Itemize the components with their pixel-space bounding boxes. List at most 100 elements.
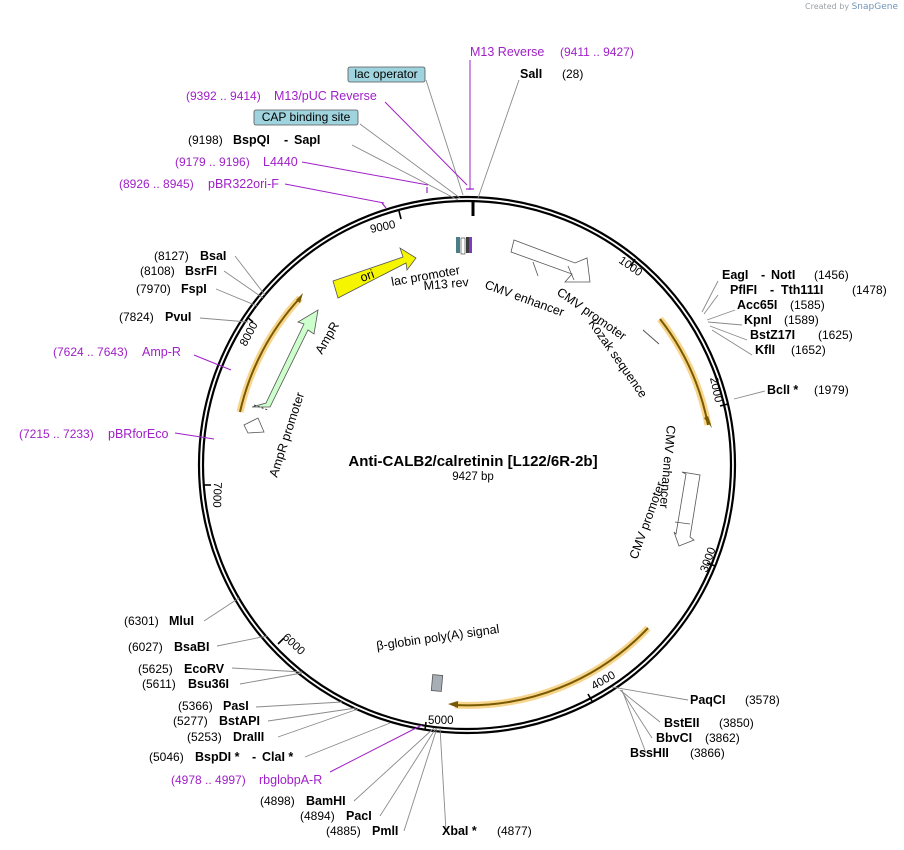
- enzyme-bspqi-sep: -: [284, 133, 288, 147]
- ampr-promoter-label: AmpR promoter: [267, 391, 308, 479]
- enzyme-bsu36i-pos: (5611): [142, 677, 176, 691]
- orf-light-highlight: [454, 625, 651, 709]
- enzyme-clai-name: ClaI *: [262, 750, 293, 764]
- primer-l4440-range: (9179 .. 9196): [175, 155, 250, 169]
- enzyme-eagi-name: EagI: [722, 268, 748, 282]
- cmv-promoter-2-label: CMV promoter: [627, 480, 668, 561]
- enzyme-tth111i-name: Tth111I: [781, 283, 823, 297]
- enzyme-bspqi-name: BspQI: [233, 133, 270, 147]
- primer-l4440-name: L4440: [263, 155, 298, 169]
- sali-marker: [471, 200, 475, 216]
- enzyme-bspdi-sep: -: [252, 750, 256, 764]
- primer-pbrforeco-range: (7215 .. 7233): [19, 427, 94, 441]
- tick-label-6000: 6000: [280, 631, 307, 657]
- tick-label-9000: 9000: [369, 219, 397, 236]
- enzyme-paci-name: PacI: [346, 809, 372, 823]
- backbone-outer: [197, 195, 737, 735]
- enzyme-pflfi-pos: (1478): [852, 283, 887, 297]
- enzyme-draiii-name: DraIII: [233, 730, 264, 744]
- enzyme-pflfi-sep: -: [770, 283, 774, 297]
- enzyme-kpni-pos: (1589): [784, 313, 819, 327]
- ampr-feature: [251, 309, 319, 408]
- enzyme-bsai-pos: (8127): [154, 249, 189, 263]
- orf-third-arc: [239, 297, 301, 413]
- primer-m13puc-name: M13/pUC Reverse: [274, 89, 377, 103]
- enzyme-noti-name: NotI: [771, 268, 795, 282]
- primer-ampr-range: (7624 .. 7643): [53, 345, 128, 359]
- enzyme-bsteii-pos: (3850): [719, 716, 754, 730]
- enzyme-sali-name: SalI: [520, 67, 542, 81]
- cmv-lower-lead: [674, 521, 691, 525]
- enzyme-bsrfi-pos: (8108): [140, 264, 175, 278]
- enzyme-bstz17i-name: BstZ17I: [750, 328, 795, 342]
- enzyme-ecorv-name: EcoRV: [184, 662, 225, 676]
- enzyme-leaders: [199, 79, 766, 832]
- primer-leaders: [174, 60, 474, 773]
- enzyme-mlui-name: MluI: [169, 614, 194, 628]
- ori-label: ori: [358, 267, 376, 285]
- enzyme-eagi-pos: (1456): [814, 268, 849, 282]
- kozak-marker: [642, 329, 660, 345]
- enzyme-bsshii-name: BssHII: [630, 746, 669, 760]
- enzyme-eagi-sep: -: [761, 268, 765, 282]
- orf-heavy-arc: [659, 318, 709, 426]
- enzyme-bamhi-name: BamHI: [306, 794, 346, 808]
- primer-m13rev-range: (9411 .. 9427): [560, 45, 634, 59]
- enzyme-bstapi-pos: (5277): [173, 714, 208, 728]
- snapgene-logo: SnapGene: [851, 2, 898, 12]
- orf-light-arrowhead: [448, 701, 458, 708]
- enzyme-xbai-name: XbaI *: [442, 824, 477, 838]
- enzyme-mlui-pos: (6301): [124, 614, 159, 628]
- enzyme-xbai-pos: (4877): [497, 824, 532, 838]
- enzyme-pasi-name: PasI: [223, 699, 249, 713]
- cmv-upper-lead-2: [567, 265, 575, 281]
- enzyme-paqci-pos: (3578): [745, 693, 780, 707]
- cmv-upper-lead-1: [532, 261, 539, 277]
- primer-pbr322-range: (8926 .. 8945): [119, 177, 194, 191]
- cmv-upper-feature: [510, 239, 591, 283]
- enzyme-bstapi-name: BstAPI: [219, 714, 260, 728]
- plasmid-title: Anti-CALB2/calretinin [L122/6R-2b]: [348, 453, 597, 470]
- snapgene-credit: Created by SnapGene: [805, 2, 898, 12]
- primer-ampr-name: Amp-R: [142, 345, 181, 359]
- enzyme-bsai-name: BsaI: [200, 249, 226, 263]
- primer-pbr322-name: pBR322ori-F: [208, 177, 279, 191]
- polya-label: β-globin poly(A) signal: [375, 622, 500, 653]
- enzyme-bsabi-pos: (6027): [128, 640, 163, 654]
- lac-operator-label: lac operator: [354, 67, 417, 81]
- enzyme-bsteii-name: BstEII: [664, 716, 699, 730]
- primer-m13rev-name: M13 Reverse: [470, 45, 544, 59]
- enzyme-paqci-name: PaqCI: [690, 693, 725, 707]
- enzyme-bsrfi-name: BsrFI: [185, 264, 217, 278]
- enzyme-bbvci-name: BbvCI: [656, 731, 692, 745]
- enzyme-acc65i-pos: (1585): [790, 298, 825, 312]
- enzyme-pvui-pos: (7824): [119, 310, 154, 324]
- enzyme-fspi-name: FspI: [181, 282, 207, 296]
- enzyme-pmli-pos: (4885): [326, 824, 361, 838]
- lac-region-stripes: [456, 237, 472, 255]
- tick-label-2000: 2000: [707, 376, 724, 404]
- enzyme-pasi-pos: (5366): [178, 699, 213, 713]
- primer-pbrforeco-name: pBRforEco: [108, 427, 168, 441]
- lac-operator-box: [347, 66, 426, 83]
- enzyme-bamhi-pos: (4898): [260, 794, 295, 808]
- tick-label-8000: 8000: [238, 320, 261, 348]
- enzyme-pflfi-name: PflFI: [730, 283, 757, 297]
- plasmid-length: 9427 bp: [452, 471, 494, 483]
- ampr-label: AmpR: [312, 319, 341, 356]
- enzyme-bspqi-pos: (9198): [188, 133, 223, 147]
- enzyme-draiii-pos: (5253): [187, 730, 222, 744]
- tick-label-5000: 5000: [428, 715, 454, 727]
- enzyme-bsshii-pos: (3866): [690, 746, 725, 760]
- ampr-promoter-feature: [243, 417, 265, 434]
- primer-rbglobpa-range: (4978 .. 4997): [171, 773, 246, 787]
- credit-prefix: Created by: [805, 2, 850, 11]
- backbone-inner: [201, 199, 733, 731]
- m13-rev-label: M13 rev: [423, 275, 470, 293]
- orf-light-arc: [454, 627, 649, 707]
- primer-m13puc-range: (9392 .. 9414): [186, 89, 261, 103]
- enzyme-sali-pos: (28): [562, 67, 583, 81]
- enzyme-bcli-name: BclI *: [767, 383, 798, 397]
- primer-rbglobpa-name: rbglobpA-R: [259, 773, 322, 787]
- enzyme-bsabi-name: BsaBI: [174, 640, 209, 654]
